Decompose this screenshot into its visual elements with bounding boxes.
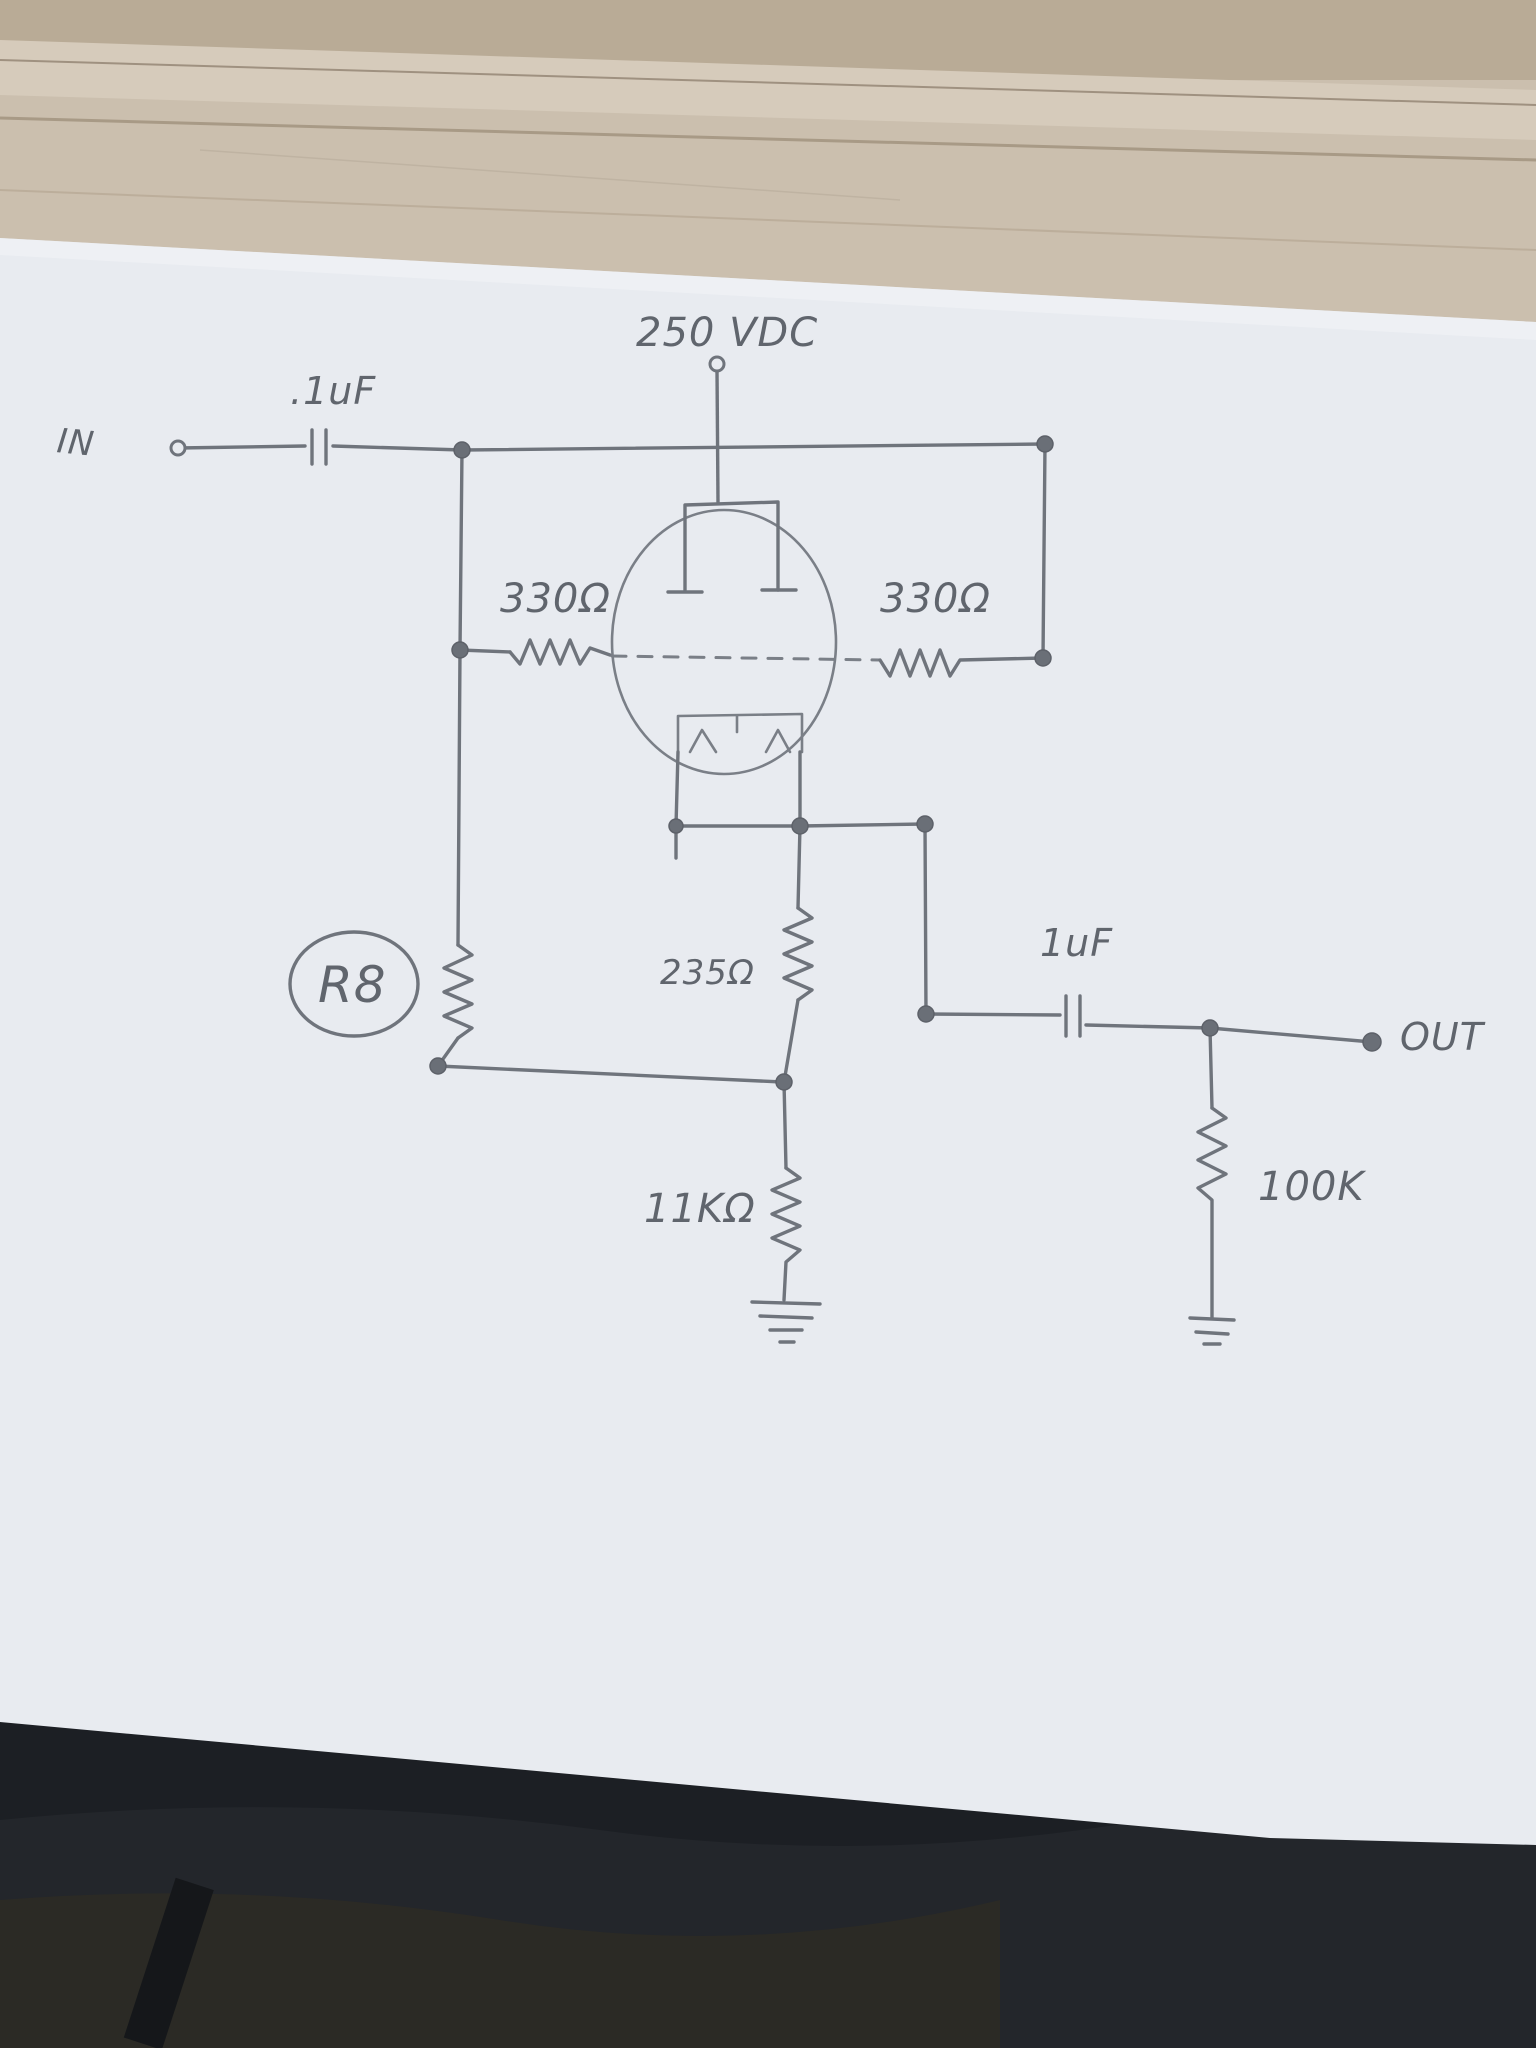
plate-bracket bbox=[683, 500, 780, 592]
node-load bbox=[1201, 1019, 1219, 1037]
paper-sheet bbox=[0, 238, 1536, 1845]
node-left-grid bbox=[451, 641, 469, 659]
tube-envelope bbox=[610, 508, 838, 776]
ground-symbol-tail bbox=[750, 1300, 822, 1344]
heater-right bbox=[764, 728, 792, 754]
ground-symbol-load bbox=[1188, 1316, 1236, 1346]
label-output: OUT bbox=[1400, 1015, 1486, 1059]
input-terminal bbox=[169, 439, 187, 457]
output-terminal bbox=[1362, 1032, 1382, 1052]
r8-tag-circle bbox=[288, 930, 420, 1038]
label-cathode-resistor: 235Ω bbox=[660, 953, 755, 993]
cathode-leads bbox=[674, 750, 802, 828]
top-bus-wire bbox=[460, 442, 1047, 452]
label-r8-tag: R8 bbox=[318, 956, 387, 1014]
node-input bbox=[453, 441, 471, 459]
label-input-capacitor: .1uF bbox=[290, 369, 376, 413]
labels: 250 VDC IN .1uF 330Ω 330Ω 235Ω 11KΩ 1uF … bbox=[55, 310, 1486, 1232]
label-input: IN bbox=[55, 421, 96, 465]
r8-to-tail-wire bbox=[436, 1064, 784, 1084]
schematic bbox=[169, 355, 1382, 1346]
label-grid-resistor-left: 330Ω bbox=[500, 576, 611, 622]
label-grid-resistor-right: 330Ω bbox=[880, 576, 991, 622]
r8-resistor bbox=[442, 943, 474, 1040]
node-r8-bottom bbox=[429, 1057, 447, 1075]
label-output-capacitor: 1uF bbox=[1040, 921, 1113, 965]
tail-wire-down bbox=[782, 1080, 788, 1170]
right-grid-resistor bbox=[878, 648, 1045, 678]
input-wire bbox=[176, 444, 307, 450]
supply-wire bbox=[715, 368, 720, 504]
load-resistor bbox=[1196, 1106, 1228, 1320]
input-cap-to-node bbox=[331, 444, 464, 452]
cathode-wire-down bbox=[796, 824, 802, 910]
load-wire-down bbox=[1208, 1026, 1214, 1110]
label-tail-resistor: 11KΩ bbox=[644, 1186, 756, 1232]
cathode-resistor bbox=[782, 906, 814, 1002]
left-grid-resistor bbox=[508, 638, 612, 666]
heater-left bbox=[688, 728, 718, 754]
node-output-branch bbox=[917, 1005, 935, 1023]
supply-terminal bbox=[708, 355, 726, 373]
output-cap-wire-left bbox=[924, 1012, 1062, 1017]
tail-resistor bbox=[770, 1166, 802, 1302]
node-cathode-left bbox=[668, 818, 684, 834]
node-output-branch-top bbox=[916, 815, 934, 833]
cathode-housing bbox=[676, 712, 804, 754]
node-right-grid bbox=[1034, 649, 1052, 667]
right-vertical-wire bbox=[1041, 442, 1047, 660]
node-top-right bbox=[1036, 435, 1054, 453]
node-tail bbox=[775, 1073, 793, 1091]
label-load-resistor: 100K bbox=[1258, 1164, 1366, 1210]
label-supply: 250 VDC bbox=[636, 310, 818, 356]
node-cathode bbox=[791, 817, 809, 835]
cathode-to-tail-wire bbox=[782, 998, 800, 1084]
